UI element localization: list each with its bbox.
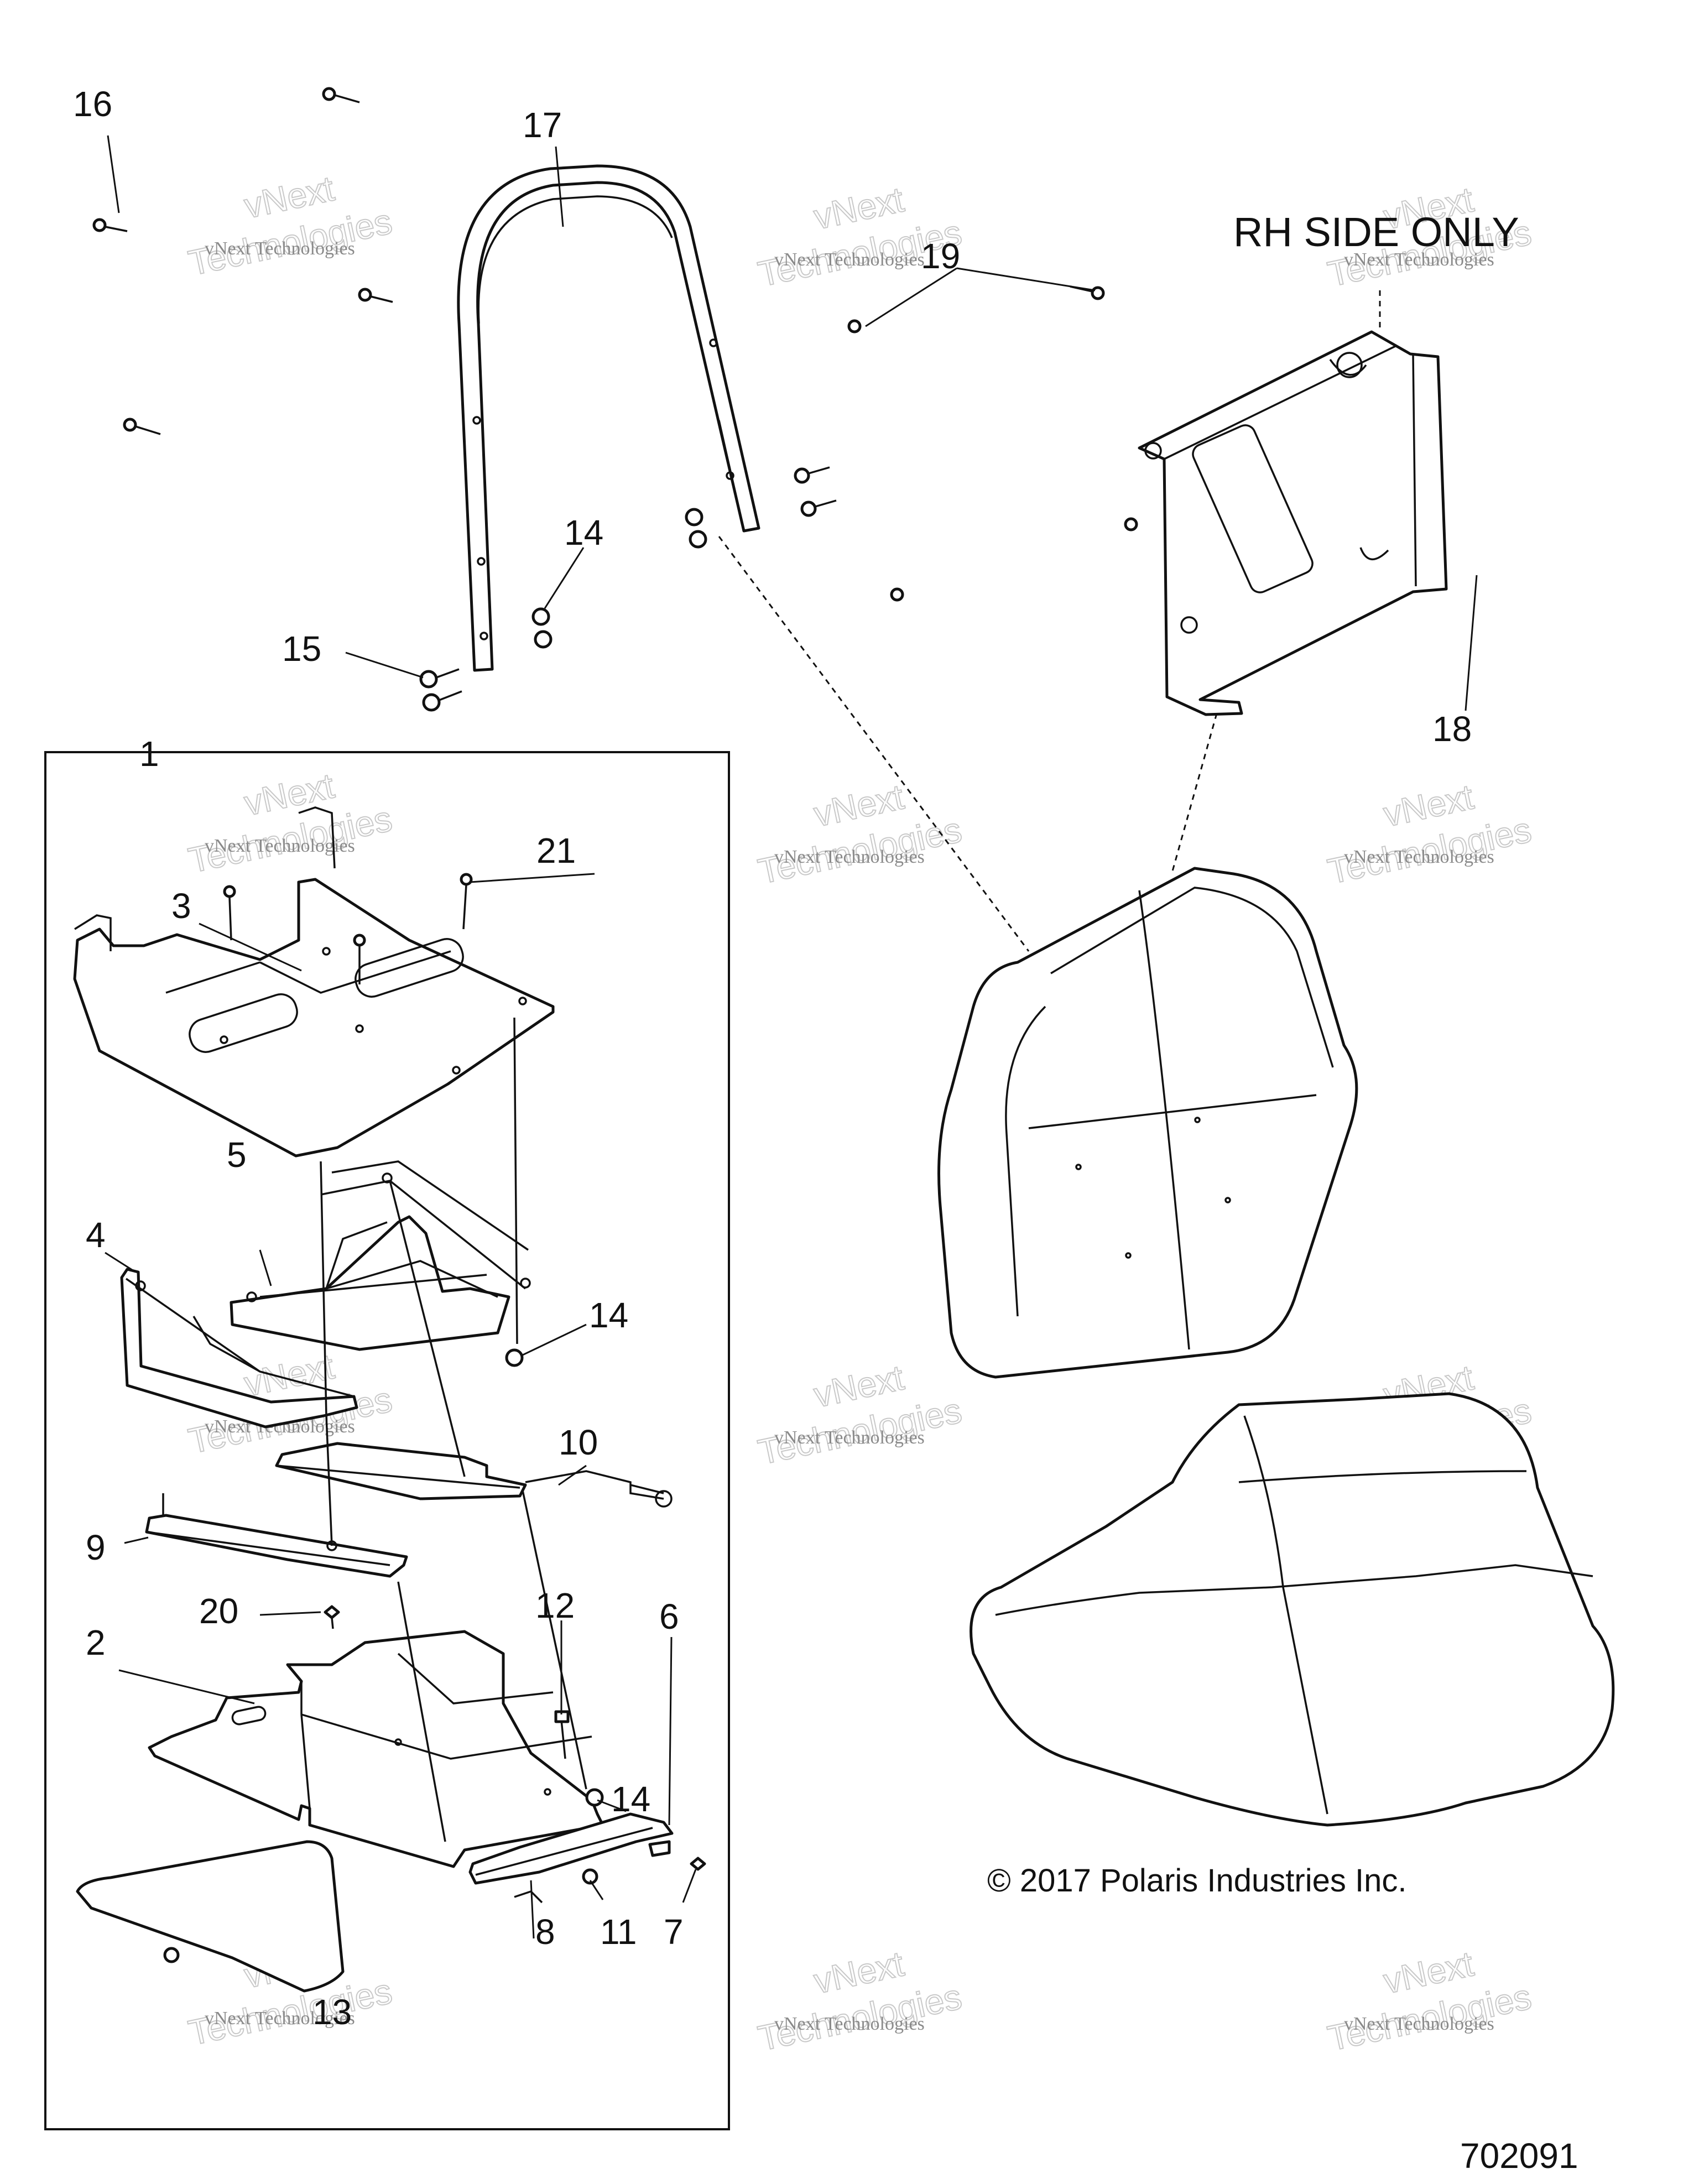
bolt xyxy=(358,288,393,303)
slider-rail-9 xyxy=(145,1493,408,1578)
rh-bracket xyxy=(1138,330,1448,716)
callout-label: 21 xyxy=(536,831,576,871)
assembly-box xyxy=(44,751,730,2130)
callout-label: 13 xyxy=(312,1992,352,2032)
watermark: vNext Technologies vNext Technologies xyxy=(1324,1943,1535,2059)
lower-bracket xyxy=(468,1812,674,1904)
callout-label: 12 xyxy=(535,1586,575,1625)
cover-panel xyxy=(76,1840,345,1993)
callout-label: 14 xyxy=(611,1779,650,1819)
callout-label: 18 xyxy=(1432,709,1472,749)
bolt xyxy=(92,218,128,232)
watermark-caption: vNext Technologies xyxy=(1344,2014,1494,2034)
watermark-caption: vNext Technologies xyxy=(205,2008,355,2029)
watermark: vNext Technologies vNext Technologies xyxy=(754,1943,966,2059)
slider-base-plate xyxy=(73,806,555,1158)
watermark: vNext Technologies vNext Technologies xyxy=(185,765,396,881)
watermark: vNext Technologies vNext Technologies xyxy=(185,168,396,284)
watermark-caption: vNext Technologies xyxy=(205,238,355,259)
callout-label: 2 xyxy=(86,1623,106,1662)
center-bracket xyxy=(230,1160,531,1351)
callout-label: 19 xyxy=(921,236,960,276)
slider-rail-10 xyxy=(275,1442,673,1508)
callout-label: 14 xyxy=(589,1295,628,1335)
watermark: vNext Technologies vNext Technologies xyxy=(754,1357,966,1473)
callout-label: 9 xyxy=(86,1528,106,1567)
callout-label: 3 xyxy=(171,886,191,926)
seat-cushion xyxy=(970,1392,1615,1827)
callout-label: 15 xyxy=(282,629,321,669)
seat-base xyxy=(148,1630,604,1868)
diagram-number: 702091 xyxy=(1460,2136,1578,2176)
bolt-group xyxy=(92,87,393,435)
callout-labels: 1 2 3 4 5 6 7 8 9 10 11 12 13 14 14 14 1… xyxy=(73,84,1472,2032)
dashed-leaders xyxy=(718,290,1381,952)
watermark: vNext Technologies vNext Technologies xyxy=(754,776,966,892)
callout-label: 8 xyxy=(535,1912,555,1952)
callout-label: 6 xyxy=(659,1597,679,1636)
bolt xyxy=(123,418,161,435)
watermark: vNext Technologies vNext Technologies xyxy=(1324,776,1535,892)
callout-label: 20 xyxy=(199,1591,238,1631)
watermark-caption: vNext Technologies xyxy=(774,249,925,270)
watermark-caption: vNext Technologies xyxy=(774,2014,925,2034)
callout-label: 4 xyxy=(86,1215,106,1255)
watermark-caption: vNext Technologies xyxy=(774,1427,925,1448)
headrest-frame xyxy=(457,164,760,672)
callout-label: 5 xyxy=(227,1135,247,1175)
watermark-caption: vNext Technologies xyxy=(774,847,925,867)
watermark-caption: vNext Technologies xyxy=(1344,249,1494,270)
callout-label: 1 xyxy=(139,734,159,774)
watermark-caption: vNext Technologies xyxy=(1344,847,1494,867)
callout-label: 17 xyxy=(523,105,562,145)
callout-label: 14 xyxy=(564,513,603,552)
callout-leaders xyxy=(105,135,1478,1939)
screw-group xyxy=(847,285,1138,602)
callout-label: 11 xyxy=(600,1912,637,1952)
fastener-group-frame xyxy=(419,466,837,712)
callout-label: 16 xyxy=(73,84,112,124)
copyright-text: © 2017 Polaris Industries Inc. xyxy=(987,1863,1406,1899)
rh-side-only-note: RH SIDE ONLY xyxy=(1233,209,1519,255)
callout-label: 7 xyxy=(664,1912,684,1952)
callout-label: 10 xyxy=(559,1422,598,1462)
assembly-leaders xyxy=(320,1017,587,1842)
bolt xyxy=(322,87,360,103)
seat-back xyxy=(937,867,1358,1379)
watermark-caption: vNext Technologies xyxy=(205,836,355,856)
